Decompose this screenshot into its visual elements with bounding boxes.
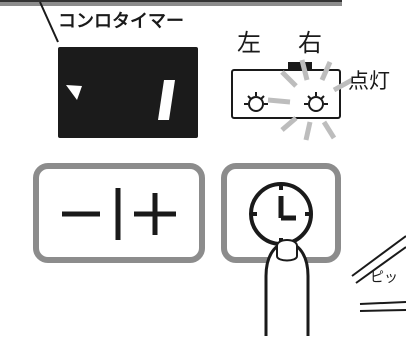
plus-icon — [134, 193, 176, 235]
left-burner-label: 左 — [237, 29, 261, 57]
display-digit-one — [158, 80, 175, 120]
panel-top-edge — [0, 0, 342, 6]
minus-plus-button[interactable] — [33, 163, 205, 263]
timer-title-label: コンロタイマー — [58, 11, 184, 32]
callout-leader-line — [39, 1, 59, 43]
right-burner-icon — [304, 92, 328, 112]
beep-sound-label: ピッ — [370, 270, 398, 286]
fingernail — [276, 239, 298, 262]
right-burner-label: 右 — [298, 29, 322, 57]
lit-status-label: 点灯 — [348, 69, 390, 93]
timer-display — [58, 47, 198, 138]
left-burner-icon — [244, 92, 268, 112]
sound-lines — [351, 235, 406, 312]
glow-rays — [267, 59, 354, 141]
burner-indicator — [231, 59, 354, 141]
display-pointer-marker — [66, 85, 82, 100]
